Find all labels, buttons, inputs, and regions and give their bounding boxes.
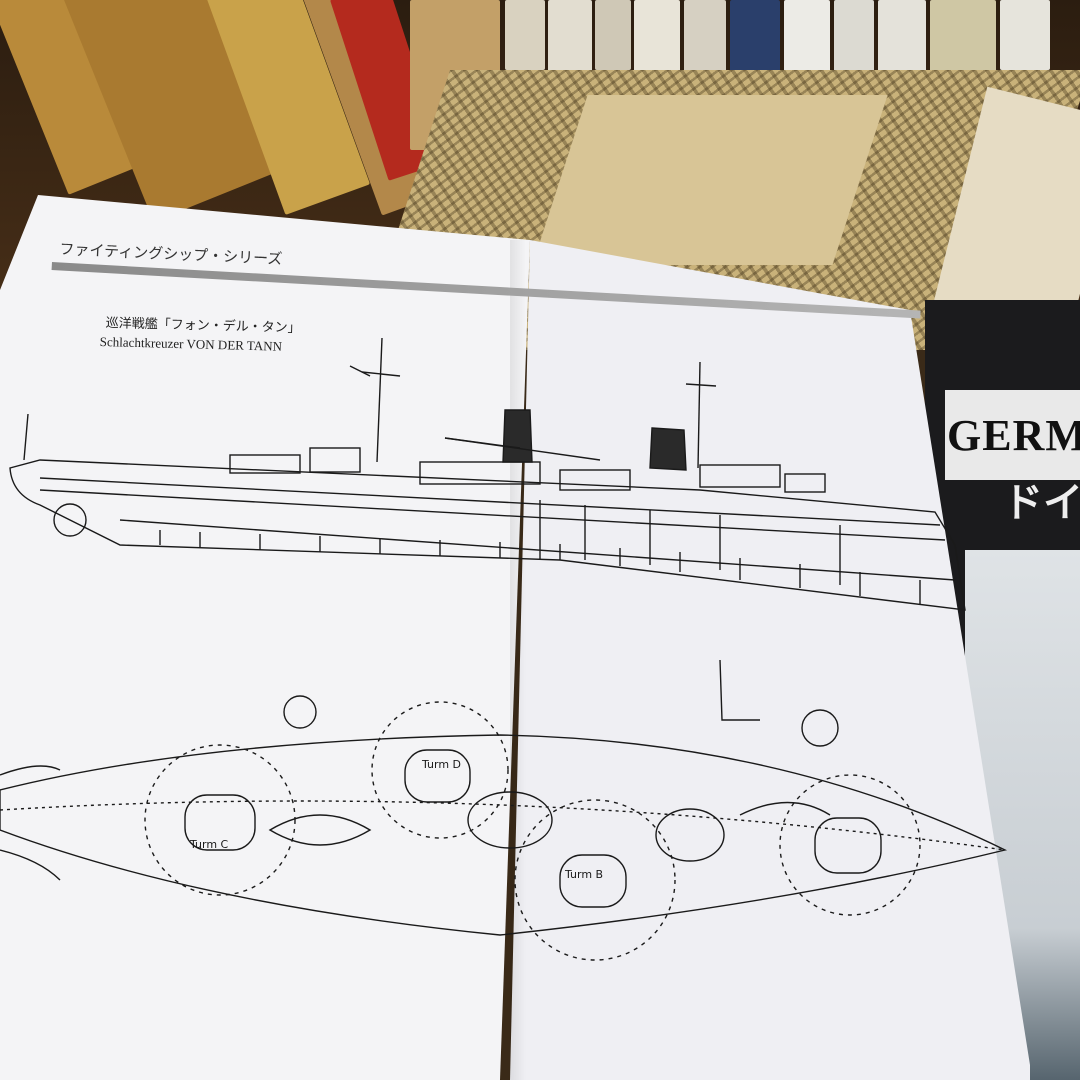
plan-view <box>0 659 1008 961</box>
side-elevation <box>9 337 966 611</box>
book-spine <box>1000 0 1050 70</box>
book-spine <box>634 0 680 74</box>
book-spine <box>505 0 545 70</box>
book-spine <box>684 0 726 76</box>
book-spine <box>784 0 830 80</box>
left-page <box>0 195 530 1080</box>
turret-labels: Turm C Turm D Turm B <box>189 758 603 881</box>
title-band <box>945 390 1080 480</box>
book-spine <box>595 0 631 70</box>
book-title: GERMAN S <box>947 411 1080 460</box>
turret-label: Turm B <box>564 868 603 881</box>
turret-label: Turm C <box>189 838 229 851</box>
turret-label: Turm D <box>421 758 461 771</box>
book-subtitle: ドイ <box>1003 480 1080 526</box>
book-spine <box>548 0 592 72</box>
book-spine <box>730 0 780 78</box>
book-spine <box>834 0 874 82</box>
